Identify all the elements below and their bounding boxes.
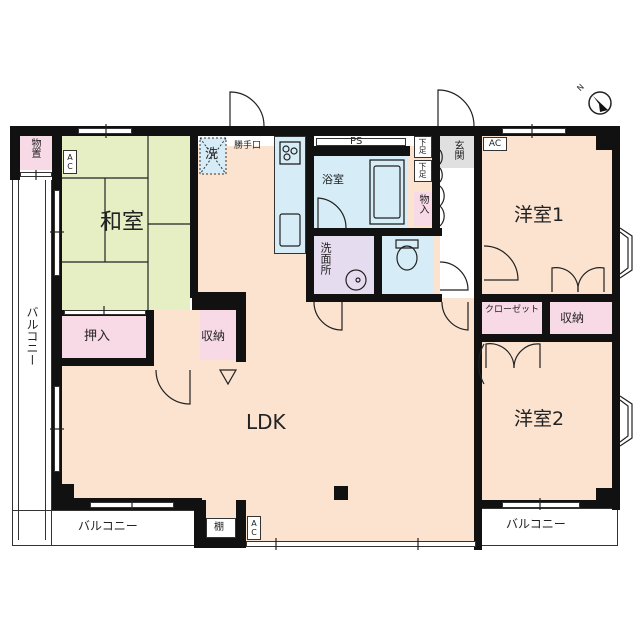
wall-closet-mid (542, 296, 550, 340)
ldk-floor-west (62, 366, 202, 498)
room-label-monooki: 物置 (29, 138, 40, 158)
wall-washitsu-east (190, 126, 198, 298)
closet (482, 302, 542, 334)
room-label-closet: クローゼット (484, 305, 539, 315)
wall-oshiire-south (52, 358, 154, 366)
window-yoshitsu1-north (502, 128, 566, 134)
wall-tana-block-b (194, 538, 246, 548)
wall-corner-sw (62, 484, 74, 498)
wall-east (612, 126, 620, 510)
wall-senmen-east (374, 228, 382, 300)
wall-wet-west (306, 126, 314, 302)
shuno-room1 (550, 302, 612, 334)
monoire (414, 192, 432, 226)
ldk-floor-nook (154, 310, 198, 370)
ac-washitsu: AC (63, 150, 77, 174)
window-washitsu-west (54, 190, 60, 276)
window-ps (316, 138, 406, 146)
room-label-yoshitsu2: 洋室2 (514, 408, 565, 430)
balcony-label-south-right: バルコニー (506, 517, 566, 531)
room-label-yokushitsu: 浴室 (322, 173, 344, 186)
wall-corner-ne (596, 136, 612, 150)
shuno-ldk (200, 310, 236, 360)
getabako-2 (414, 160, 432, 182)
monooki (20, 136, 52, 170)
label-ps: PS (350, 136, 363, 147)
window-yoshitsu2-south (502, 502, 580, 508)
room-label-senmenjo: 洗面所 (319, 242, 332, 275)
room-label-washitsu: 和室 (100, 210, 145, 235)
hallway-floor (440, 168, 474, 298)
wall-ps-south (306, 146, 410, 156)
washitsu-floor (62, 136, 190, 310)
senmenjo-floor (314, 236, 374, 294)
washer-icon: 洗 (205, 147, 219, 162)
room-label-shuno-ldk: 収納 (201, 329, 226, 343)
wall-corner-se (596, 488, 612, 502)
ac-yoshitsu1: AC (483, 137, 507, 151)
room-label-ldk: LDK (246, 410, 286, 434)
bathroom-floor (312, 156, 408, 228)
wall-wet-east (432, 126, 440, 236)
label-tana: 棚 (214, 522, 224, 533)
wall-oshiire-east (146, 310, 154, 366)
genkan-floor (440, 136, 474, 168)
balcony-label-south-left: バルコニー (78, 519, 138, 533)
room-label-shuno-room1: 収納 (560, 311, 585, 325)
wall-north (10, 126, 618, 136)
window-ldk-south (246, 541, 476, 547)
label-getabako-1: 下足 (418, 138, 427, 154)
balcony-label-west: バルコニー (25, 306, 39, 366)
label-getabako-2: 下足 (418, 162, 427, 178)
room-label-genkan: 玄関 (452, 140, 463, 160)
ac-ldk: AC (247, 516, 261, 540)
wall-west (52, 126, 62, 508)
tana (206, 518, 236, 538)
room-label-yoshitsu1: 洋室1 (514, 204, 565, 226)
balcony-west-inner (18, 180, 46, 540)
yoshitsu2-floor (482, 342, 612, 500)
wall-tana-right (236, 500, 246, 540)
ldk-pillar (334, 486, 348, 500)
wall-tana-block (194, 500, 206, 548)
window-washitsu-south (64, 310, 146, 315)
oshiire (62, 316, 146, 358)
room-label-monoire: 物入 (417, 194, 428, 214)
room-label-oshiire: 押入 (84, 329, 111, 344)
wall-storage-block (192, 292, 246, 310)
window-washitsu-north (78, 128, 132, 134)
yoshitsu1-floor (482, 136, 612, 294)
label-katteguchi: 勝手口 (234, 141, 262, 151)
wall-storage-block-r (236, 292, 246, 362)
getabako-1 (414, 136, 432, 158)
wall-west-stub (10, 126, 20, 180)
